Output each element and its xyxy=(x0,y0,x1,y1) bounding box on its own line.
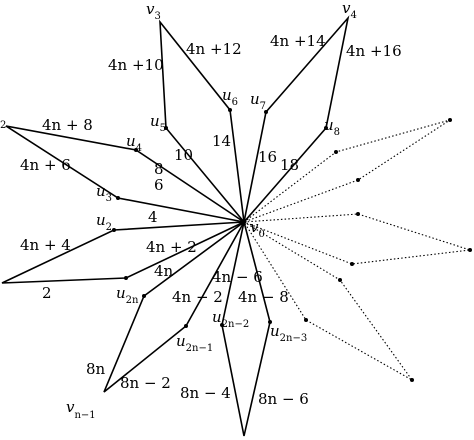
vertex-label-u8: u8 xyxy=(324,116,340,138)
vertex-label-vn1: vn−1 xyxy=(66,398,96,421)
edge-label-4nm2: 4n − 2 xyxy=(172,288,223,306)
edge-label-4: 4 xyxy=(148,208,158,226)
vertex-label-u5: u5 xyxy=(150,112,166,134)
vertex-label-v2: 2 xyxy=(0,120,6,131)
edge-label-4n14: 4n +14 xyxy=(270,32,326,50)
vertex-dot-d1 xyxy=(334,150,338,154)
edge-label-4n16: 4n +16 xyxy=(346,42,402,60)
vertex-dot-d8 xyxy=(468,248,472,252)
vertex-dot-u7 xyxy=(264,110,268,114)
vertex-label-u2n3: u2n−3 xyxy=(270,322,307,344)
vertex-dots xyxy=(112,108,472,382)
vertex-label-u2: u2 xyxy=(96,211,112,233)
vertex-dot-u2n1 xyxy=(184,324,188,328)
edge-label-16: 16 xyxy=(258,148,277,166)
vertex-label-v0: v0 xyxy=(250,218,265,240)
edge-path-u2n2-bottom-u2n3 xyxy=(221,221,271,437)
edge-label-8nm6: 8n − 6 xyxy=(258,390,309,408)
dotted-petal-1 xyxy=(243,119,451,223)
edge-label-4n12: 4n +12 xyxy=(186,40,242,58)
edge-label-18: 18 xyxy=(280,156,299,174)
vertex-dot-u3 xyxy=(116,196,120,200)
edge-label-8: 8 xyxy=(154,160,164,178)
edge-label-4n: 4n xyxy=(154,262,174,280)
vertex-dot-d2 xyxy=(356,178,360,182)
edge-label-4n8: 4n + 8 xyxy=(42,116,93,134)
vertex-dot-u2n2 xyxy=(220,323,224,327)
edge-path-u2-leftvertex-u2n xyxy=(1,221,245,284)
edge-path-u2n1-vn1-u2n xyxy=(103,221,245,393)
edge-path-u6-v3-u5 xyxy=(159,19,245,223)
vertex-dot-u4 xyxy=(134,148,138,152)
vertex-dot-d6 xyxy=(304,318,308,322)
vertex-dot-v0 xyxy=(241,219,247,225)
edge-label-4n4: 4n + 4 xyxy=(20,236,71,254)
vertex-dot-u5 xyxy=(164,126,168,130)
vertex-dot-u2 xyxy=(112,228,116,232)
edge-label-14: 14 xyxy=(212,132,231,150)
edge-path-u4-v2-u3 xyxy=(5,125,245,223)
vertex-label-u6: u6 xyxy=(222,86,238,108)
vertex-dot-d9 xyxy=(410,378,414,382)
vertex-dot-u2n xyxy=(124,276,128,280)
edge-label-8nm4: 8n − 4 xyxy=(180,384,231,402)
vertex-dot-u8 xyxy=(324,126,328,130)
vertex-dot-d7 xyxy=(448,118,452,122)
vertex-dot-u2n3 xyxy=(268,320,272,324)
edge-label-4n6: 4n + 6 xyxy=(20,156,71,174)
dotted-petal-2 xyxy=(243,213,471,265)
edge-label-4nm8: 4n − 8 xyxy=(238,288,289,306)
vertex-label-u2n2: u2n−2 xyxy=(212,308,249,330)
dotted-edges xyxy=(243,119,471,381)
vertex-label-u2n1: u2n−1 xyxy=(176,332,213,354)
vertex-label-u3: u3 xyxy=(96,182,112,204)
vertex-label-v3: v3 xyxy=(146,0,161,22)
edge-label-4n10: 4n +10 xyxy=(108,56,164,74)
vertex-label-u7: u7 xyxy=(250,90,266,112)
edge-label-8n: 8n xyxy=(86,360,106,378)
edge-label-4n2: 4n + 2 xyxy=(146,238,197,256)
edge-label-4nm6: 4n − 6 xyxy=(212,268,263,286)
vertex-dot-d4 xyxy=(350,262,354,266)
vertex-dot-d5 xyxy=(338,278,342,282)
solid-edges xyxy=(1,15,350,437)
vertex-label-u4: u4 xyxy=(126,132,142,154)
vertex-dot-u6 xyxy=(228,108,232,112)
vertex-label-v4: v4 xyxy=(342,0,357,21)
edge-label-2: 2 xyxy=(42,284,52,302)
edge-label-10: 10 xyxy=(174,146,193,164)
edge-label-8nm2: 8n − 2 xyxy=(120,374,171,392)
vertex-label-u2n: u2n xyxy=(116,284,139,306)
vertex-dot-u2n-b xyxy=(142,294,146,298)
vertex-dot-d3 xyxy=(356,212,360,216)
edge-path-u7-v4-u8 xyxy=(243,15,350,223)
edge-label-6: 6 xyxy=(154,176,164,194)
dotted-petal-3 xyxy=(243,221,413,381)
